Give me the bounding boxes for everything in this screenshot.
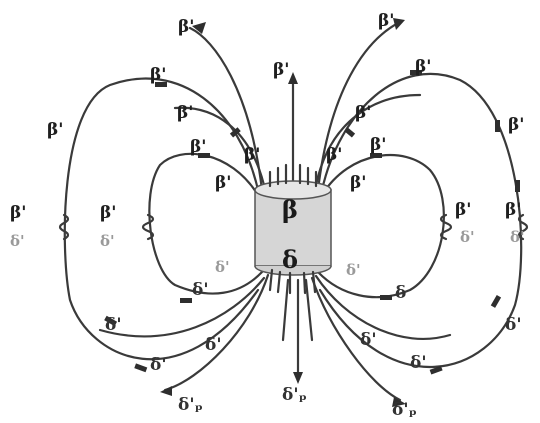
direction-mark — [180, 298, 192, 303]
label-delta-prime-faint: δ' — [100, 232, 115, 250]
field-line-inner-left — [148, 152, 264, 295]
label-beta-prime: β' — [47, 120, 64, 140]
label-beta-prime: β' — [508, 115, 525, 135]
arrow-head-top-center — [288, 72, 298, 84]
label-delta-prime: δ' — [205, 335, 222, 355]
label-delta-prime-faint: δ' — [215, 258, 230, 276]
direction-mark — [429, 365, 443, 375]
coil-marker-left-inner — [141, 213, 155, 241]
field-line-center-bottom-2 — [281, 278, 290, 342]
direction-mark — [370, 153, 382, 158]
label-delta-prime-p: δ'ₚ — [282, 385, 307, 405]
direction-mark — [229, 127, 241, 138]
direction-mark — [515, 180, 520, 192]
label-delta-prime: δ' — [105, 315, 122, 335]
label-beta-prime: β' — [150, 65, 167, 85]
label-delta-prime-p: δ'ₚ — [392, 400, 417, 420]
field-line-left-lower-1 — [163, 273, 270, 392]
label-delta-prime-faint: δ' — [346, 261, 361, 279]
top-line-comb — [268, 163, 318, 188]
direction-mark — [155, 82, 167, 87]
label-delta-prime: δ' — [192, 280, 209, 300]
field-line-mid-left — [173, 106, 266, 187]
central-cylinder — [254, 180, 332, 276]
arrow-head-top-right — [393, 18, 405, 30]
field-line-inner-right — [316, 153, 445, 299]
field-line-mid-right — [314, 93, 422, 187]
label-beta-prime: β' — [455, 200, 472, 220]
direction-mark — [198, 153, 210, 158]
field-line-center-bottom-3 — [304, 278, 314, 342]
direction-mark — [344, 127, 356, 138]
field-line-outer-right-2 — [316, 20, 402, 192]
label-beta-prime: β' — [190, 137, 207, 157]
label-beta-prime: β' — [378, 11, 395, 31]
direction-mark — [104, 315, 118, 327]
bottom-line-comb — [268, 268, 317, 295]
direction-mark — [495, 120, 500, 132]
label-beta-prime: β' — [355, 103, 372, 123]
coil-marker-right-outer — [517, 213, 529, 241]
direction-mark — [490, 294, 502, 308]
direction-mark — [134, 363, 148, 373]
label-beta-prime: β' — [415, 57, 432, 77]
direction-mark — [410, 70, 422, 75]
label-delta-prime: δ' — [360, 330, 377, 350]
label-beta-prime: β' — [100, 203, 117, 223]
direction-mark — [380, 295, 392, 300]
label-delta-prime-faint: δ' — [10, 232, 25, 250]
label-beta-prime: β' — [10, 203, 27, 223]
field-line-right-lower-2 — [314, 274, 452, 340]
field-line-outer-right — [318, 72, 523, 368]
label-beta-prime: β' — [244, 145, 261, 165]
label-delta-prime-faint: δ' — [460, 228, 475, 246]
field-line-outer-left-2 — [188, 26, 264, 192]
field-line-outer-left — [63, 77, 260, 361]
label-delta-small: δ — [395, 283, 406, 303]
label-beta-prime: β' — [178, 17, 195, 37]
label-beta-prime: β' — [273, 60, 290, 80]
arrow-head-top-left — [192, 22, 206, 34]
label-delta-prime: δ' — [505, 315, 522, 335]
coil-marker-right-inner — [439, 213, 453, 241]
label-beta-prime: β' — [350, 173, 367, 193]
label-beta-prime: β' — [505, 200, 522, 220]
label-delta-prime: δ' — [410, 353, 427, 373]
label-beta-prime: β' — [326, 145, 343, 165]
label-beta-prime: β' — [370, 135, 387, 155]
center-label-delta: δ — [282, 245, 298, 274]
field-line-right-lower-1 — [310, 276, 402, 402]
label-beta-prime: β' — [215, 173, 232, 193]
arrow-head-bottom-center — [293, 372, 303, 384]
arrow-head-bottom-right — [392, 397, 406, 407]
arrow-head-bottom-left — [160, 386, 172, 396]
label-delta-prime: δ' — [150, 355, 167, 375]
label-delta-prime-p: δ'ₚ — [178, 395, 203, 415]
field-line-left-lower-2 — [98, 276, 266, 338]
center-label-beta: β — [282, 195, 298, 224]
label-beta-prime: β' — [177, 103, 194, 123]
label-delta-prime-faint: δ' — [510, 228, 525, 246]
coil-marker-left-outer — [58, 213, 70, 241]
